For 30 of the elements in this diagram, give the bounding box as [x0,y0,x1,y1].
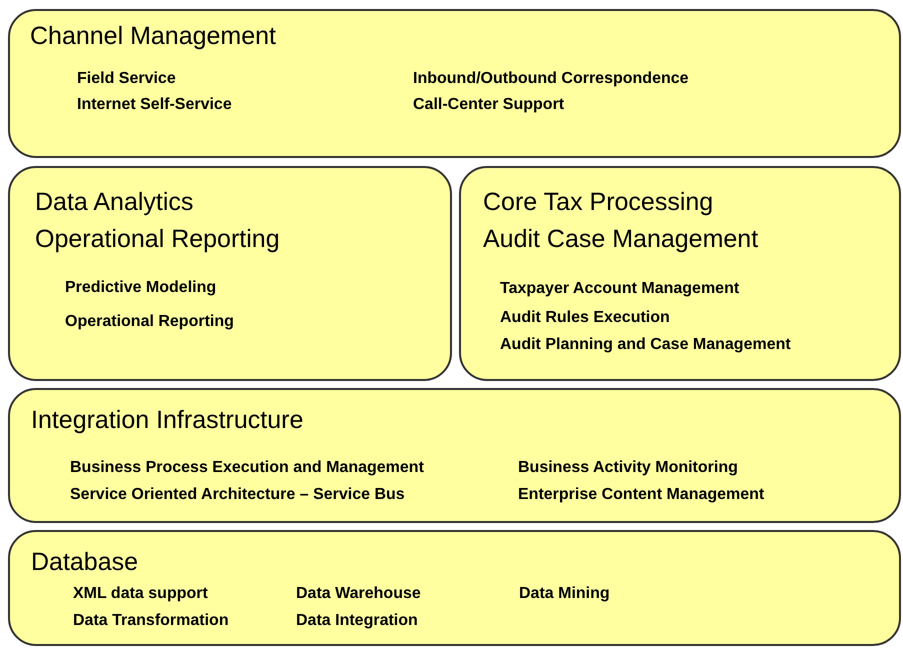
layer-panel [8,166,452,381]
capability-item: Internet Self-Service [77,96,232,114]
layer-panel [8,530,901,646]
capability-item: Data Transformation [73,612,229,630]
layer-heading: Database [31,548,138,577]
layer-heading: Audit Case Management [483,225,758,254]
layer-heading: Channel Management [30,22,276,51]
layer-panel [459,166,901,381]
capability-item: Taxpayer Account Management [500,280,740,298]
capability-item: Audit Rules Execution [500,309,670,328]
layer-heading: Operational Reporting [35,225,280,254]
layer-panel [8,9,901,158]
capability-item: Field Service [77,70,176,88]
capability-item: Call-Center Support [413,96,564,114]
layer-heading: Integration Infrastructure [31,406,304,435]
capability-item: Business Activity Monitoring [518,459,738,478]
capability-item: Business Process Execution and Management [70,459,424,478]
layer-heading: Core Tax Processing [483,188,714,217]
layer-heading: Data Analytics [35,188,194,217]
capability-item: Data Warehouse [296,585,421,604]
capability-item: Inbound/Outbound Correspondence [413,70,689,88]
capability-item: Data Integration [296,612,418,630]
capability-item: XML data support [73,585,208,604]
layer-panel [8,388,901,523]
capability-item: Operational Reporting [65,313,234,332]
capability-item: Service Oriented Architecture – Service Bus [70,486,405,504]
capability-item: Data Mining [519,585,610,604]
capability-item: Predictive Modeling [65,279,216,298]
capability-item: Audit Planning and Case Management [500,336,791,354]
capability-item: Enterprise Content Management [518,486,764,504]
